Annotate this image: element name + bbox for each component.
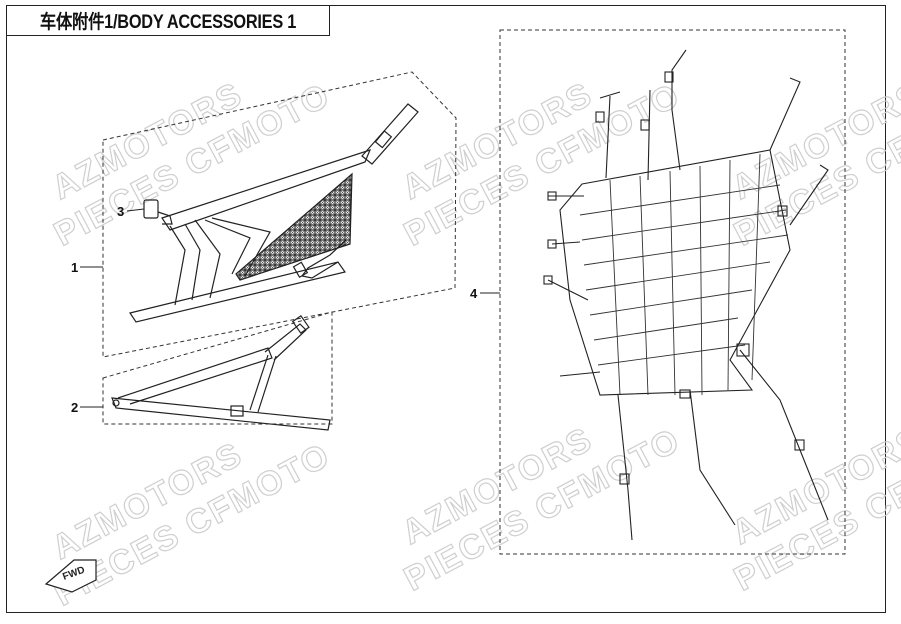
diagram-frame [6,5,886,613]
page-title: 车体附件1/BODY ACCESSORIES 1 [39,12,297,33]
callout-3: 3 [117,204,145,219]
svg-text:1: 1 [71,260,78,275]
fwd-arrow-icon: FWD [44,559,97,593]
svg-text:2: 2 [71,400,78,415]
svg-text:4: 4 [470,286,478,301]
watermark-group: AZMOTORS PIECES CFMOTO AZMOTORS PIECES C… [45,74,901,614]
callout-1: 1 [71,260,103,275]
callout-2: 2 [71,400,103,415]
svg-text:3: 3 [117,204,124,219]
part-side-net [129,103,419,323]
title-box: 车体附件1/BODY ACCESSORIES 1 [6,5,330,36]
part-strap-frame [111,314,331,431]
group-box-part2 [102,311,333,425]
part-cargo-net [543,49,829,541]
group-box-part1 [102,71,457,358]
callout-4: 4 [470,286,500,301]
